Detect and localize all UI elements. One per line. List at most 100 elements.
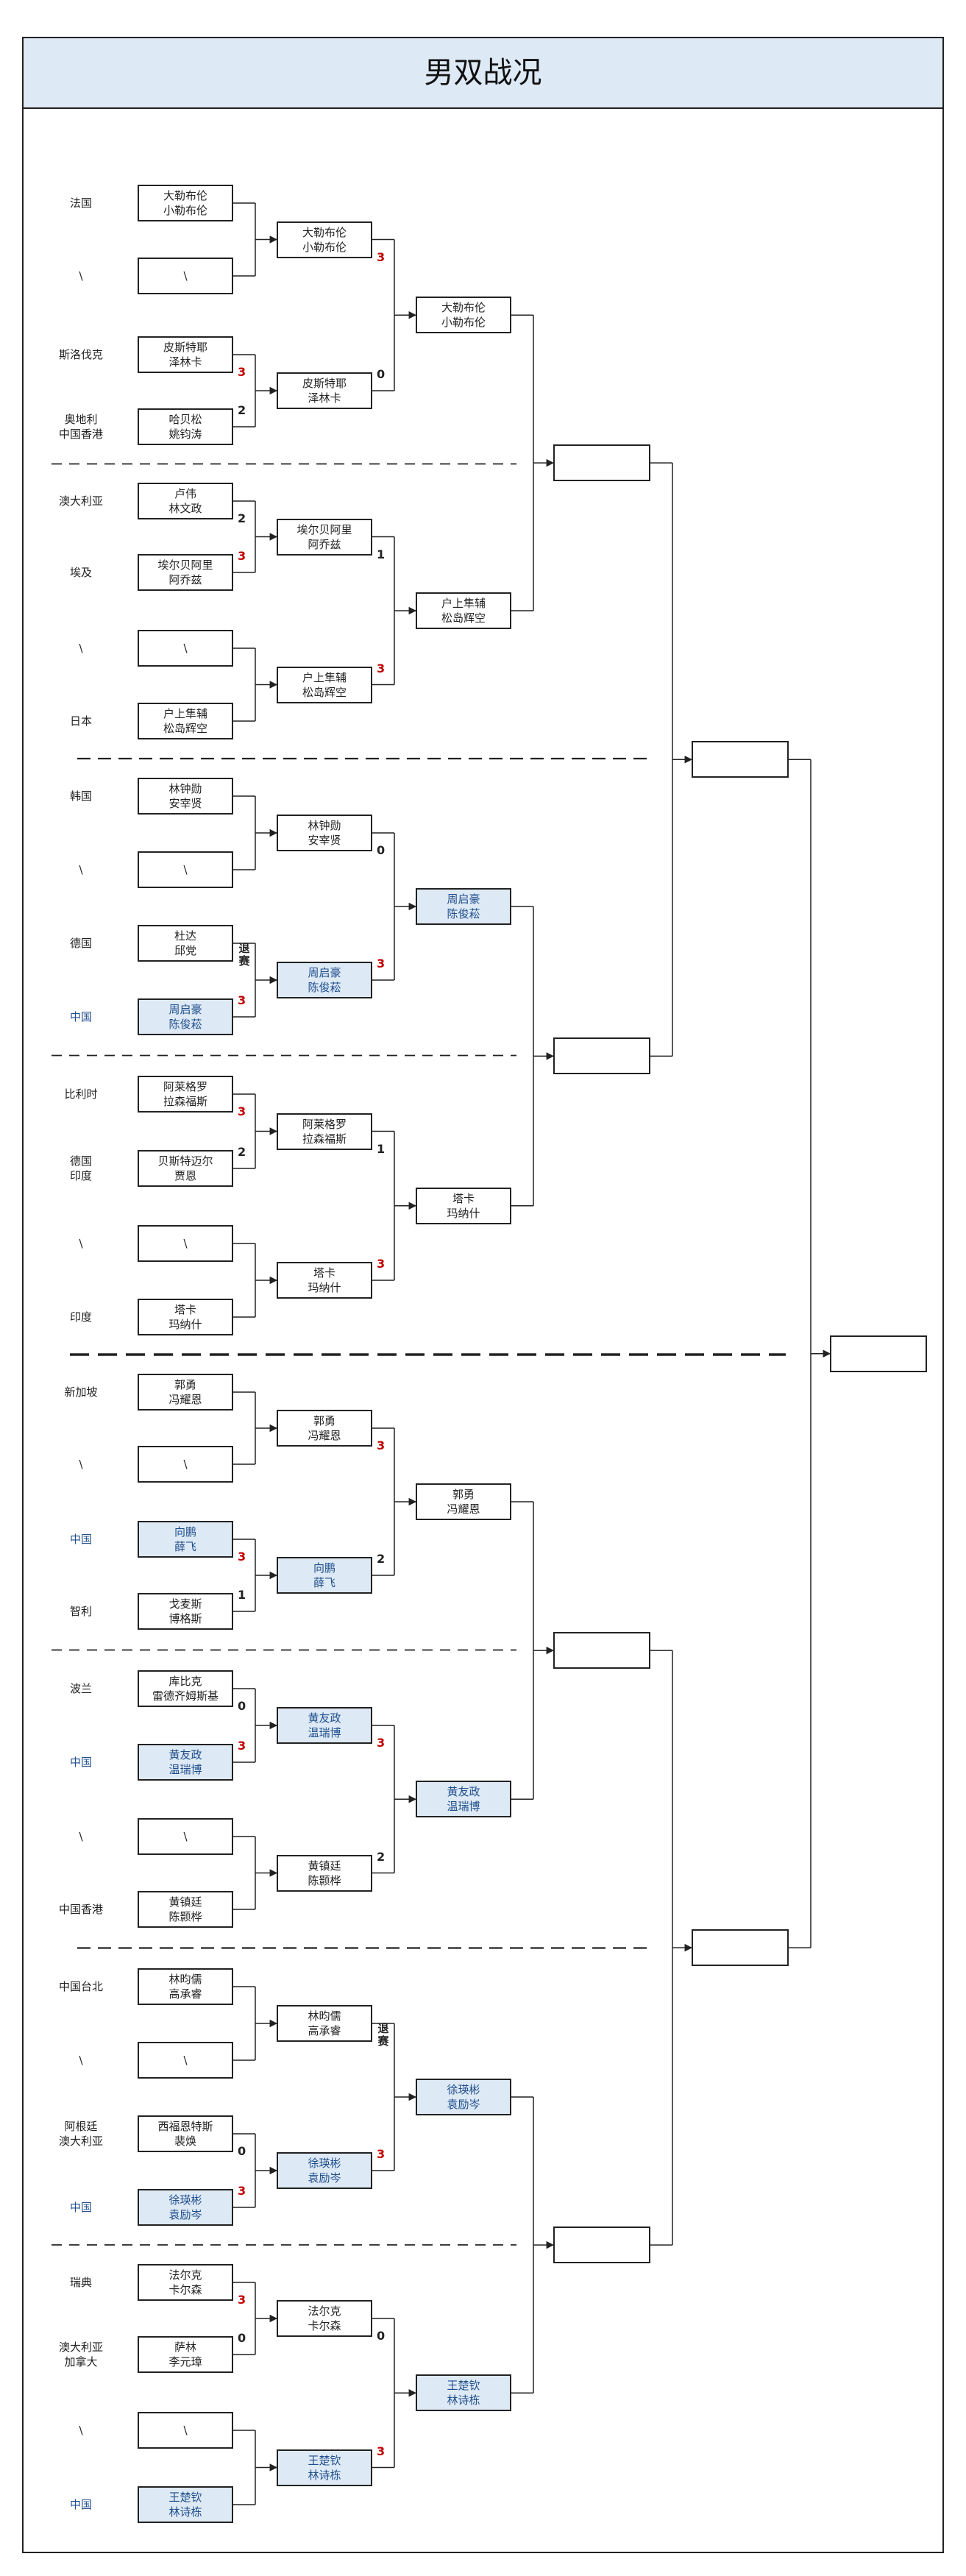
player-name: 姚钧涛 bbox=[168, 427, 202, 441]
match-score: 0 bbox=[377, 2329, 386, 2343]
match-score: 3 bbox=[377, 2147, 386, 2161]
player-name: 博格斯 bbox=[168, 1612, 202, 1625]
round3-entry: 周启豪陈俊菘 bbox=[416, 888, 511, 925]
match-score: 3 bbox=[238, 549, 246, 563]
player-name: 邱党 bbox=[174, 944, 196, 957]
country-label: 比利时 bbox=[40, 1087, 121, 1101]
country-name: 德国 bbox=[69, 1154, 92, 1168]
country-name: 澳大利亚 bbox=[58, 2341, 103, 2354]
country-name: \ bbox=[79, 2054, 83, 2067]
round1-entry: \ bbox=[138, 630, 233, 667]
country-label: 瑞典 bbox=[40, 2275, 121, 2290]
player-name: 周启豪 bbox=[308, 966, 341, 979]
player-name: 林昀儒 bbox=[308, 2009, 341, 2023]
player-name: 林钟勋 bbox=[168, 782, 202, 795]
match-score: 1 bbox=[238, 1588, 246, 1602]
player-name: 皮斯特耶 bbox=[163, 341, 207, 354]
country-name: 埃及 bbox=[69, 566, 92, 579]
round2-entry: 黄友政温瑞博 bbox=[277, 1707, 372, 1744]
country-label: \ bbox=[40, 269, 121, 283]
country-label: 埃及 bbox=[40, 565, 121, 580]
player-name: 周启豪 bbox=[168, 1003, 202, 1016]
round1-entry: \ bbox=[138, 2412, 233, 2449]
country-label: 法国 bbox=[40, 196, 121, 210]
country-name: 奥地利 bbox=[64, 413, 98, 426]
round1-entry: 皮斯特耶泽林卡 bbox=[138, 336, 233, 373]
player-name: 王楚钦 bbox=[447, 2379, 480, 2393]
country-label: 智利 bbox=[40, 1604, 121, 1619]
player-name: 安宰贤 bbox=[308, 834, 341, 847]
round2-entry: 向鹏薛飞 bbox=[277, 1557, 372, 1594]
round2-entry: 林昀儒高承睿 bbox=[277, 2005, 372, 2042]
player-name: \ bbox=[183, 1458, 188, 1471]
round3-entry: 户上隼辅松岛辉空 bbox=[416, 592, 511, 629]
round1-entry: 黄友政温瑞博 bbox=[138, 1744, 233, 1781]
country-name: 中国 bbox=[69, 2498, 92, 2511]
country-label: 中国 bbox=[40, 1532, 121, 1547]
player-name: 拉森福斯 bbox=[302, 1132, 347, 1146]
country-label: \ bbox=[40, 1457, 121, 1472]
player-name: \ bbox=[183, 1237, 188, 1250]
player-name: 温瑞博 bbox=[447, 1800, 480, 1814]
player-name: 大勒布伦 bbox=[163, 189, 207, 202]
match-score: 2 bbox=[238, 403, 246, 417]
player-name: 冯耀恩 bbox=[308, 1429, 341, 1442]
country-name: 韩国 bbox=[69, 790, 92, 803]
player-name: 黄友政 bbox=[447, 1785, 480, 1799]
country-name: 智利 bbox=[69, 1605, 92, 1618]
match-score: 3 bbox=[238, 2184, 246, 2198]
round1-entry: 林昀儒高承睿 bbox=[138, 1968, 233, 2005]
country-name: 中国 bbox=[69, 2201, 92, 2214]
round3-entry: 黄友政温瑞博 bbox=[416, 1781, 511, 1818]
player-name: 郭勇 bbox=[174, 1378, 196, 1391]
country-name: \ bbox=[79, 1237, 83, 1250]
round2-entry: 徐瑛彬袁励岑 bbox=[277, 2152, 372, 2189]
player-name: 徐瑛彬 bbox=[308, 2157, 341, 2170]
player-name: \ bbox=[183, 1830, 188, 1843]
player-name: \ bbox=[183, 269, 188, 283]
player-name: 库比克 bbox=[168, 1675, 202, 1688]
player-name: 袁励岑 bbox=[308, 2171, 341, 2185]
country-label: 阿根廷澳大利亚 bbox=[40, 2119, 121, 2149]
player-name: 林诗栋 bbox=[308, 2468, 341, 2482]
player-name: 林钟勋 bbox=[308, 819, 341, 832]
player-name: 户上隼辅 bbox=[163, 707, 207, 720]
player-name: 埃尔贝阿里 bbox=[157, 558, 213, 572]
player-name: \ bbox=[183, 2054, 188, 2067]
round1-entry: 大勒布伦小勒布伦 bbox=[138, 185, 233, 221]
player-name: 黄镇廷 bbox=[168, 1895, 202, 1909]
round1-entry: 黄镇廷陈颢桦 bbox=[138, 1891, 233, 1928]
round4-slot bbox=[553, 444, 650, 482]
country-name: \ bbox=[79, 642, 83, 655]
round2-entry: 周启豪陈俊菘 bbox=[277, 962, 372, 998]
match-score: 3 bbox=[377, 1438, 386, 1452]
country-label: 澳大利亚加拿大 bbox=[40, 2340, 121, 2369]
round1-entry: 贝斯特迈尔贾恩 bbox=[138, 1150, 233, 1187]
round1-entry: 向鹏薛飞 bbox=[138, 1521, 233, 1558]
player-name: 埃尔贝阿里 bbox=[296, 522, 352, 536]
round2-entry: 户上隼辅松岛辉空 bbox=[277, 666, 372, 703]
country-name: 法国 bbox=[69, 196, 92, 210]
player-name: 袁励岑 bbox=[168, 2208, 202, 2221]
player-name: 王楚钦 bbox=[308, 2453, 341, 2467]
country-name: 澳大利亚 bbox=[58, 2135, 103, 2148]
player-name: 陈颢桦 bbox=[168, 1910, 202, 1923]
round5-slot bbox=[692, 741, 789, 778]
round3-entry: 王楚钦林诗栋 bbox=[416, 2374, 511, 2412]
country-name: 印度 bbox=[69, 1169, 92, 1182]
player-name: 松岛辉空 bbox=[441, 611, 486, 625]
player-name: 陈颢桦 bbox=[308, 1873, 341, 1887]
country-name: 中国香港 bbox=[58, 427, 103, 441]
country-label: \ bbox=[40, 1236, 121, 1251]
player-name: 林诗栋 bbox=[447, 2394, 480, 2408]
round2-entry: 法尔克卡尔森 bbox=[277, 2300, 372, 2337]
player-name: 塔卡 bbox=[452, 1191, 475, 1205]
player-name: 贾恩 bbox=[174, 1169, 196, 1182]
player-name: 高承睿 bbox=[168, 1987, 202, 2001]
player-name: 陈俊菘 bbox=[447, 907, 480, 920]
country-label: \ bbox=[40, 862, 121, 877]
match-score: 2 bbox=[377, 1849, 386, 1864]
player-name: 郭勇 bbox=[313, 1414, 335, 1427]
player-name: 袁励岑 bbox=[447, 2098, 480, 2111]
player-name: 小勒布伦 bbox=[441, 316, 486, 330]
